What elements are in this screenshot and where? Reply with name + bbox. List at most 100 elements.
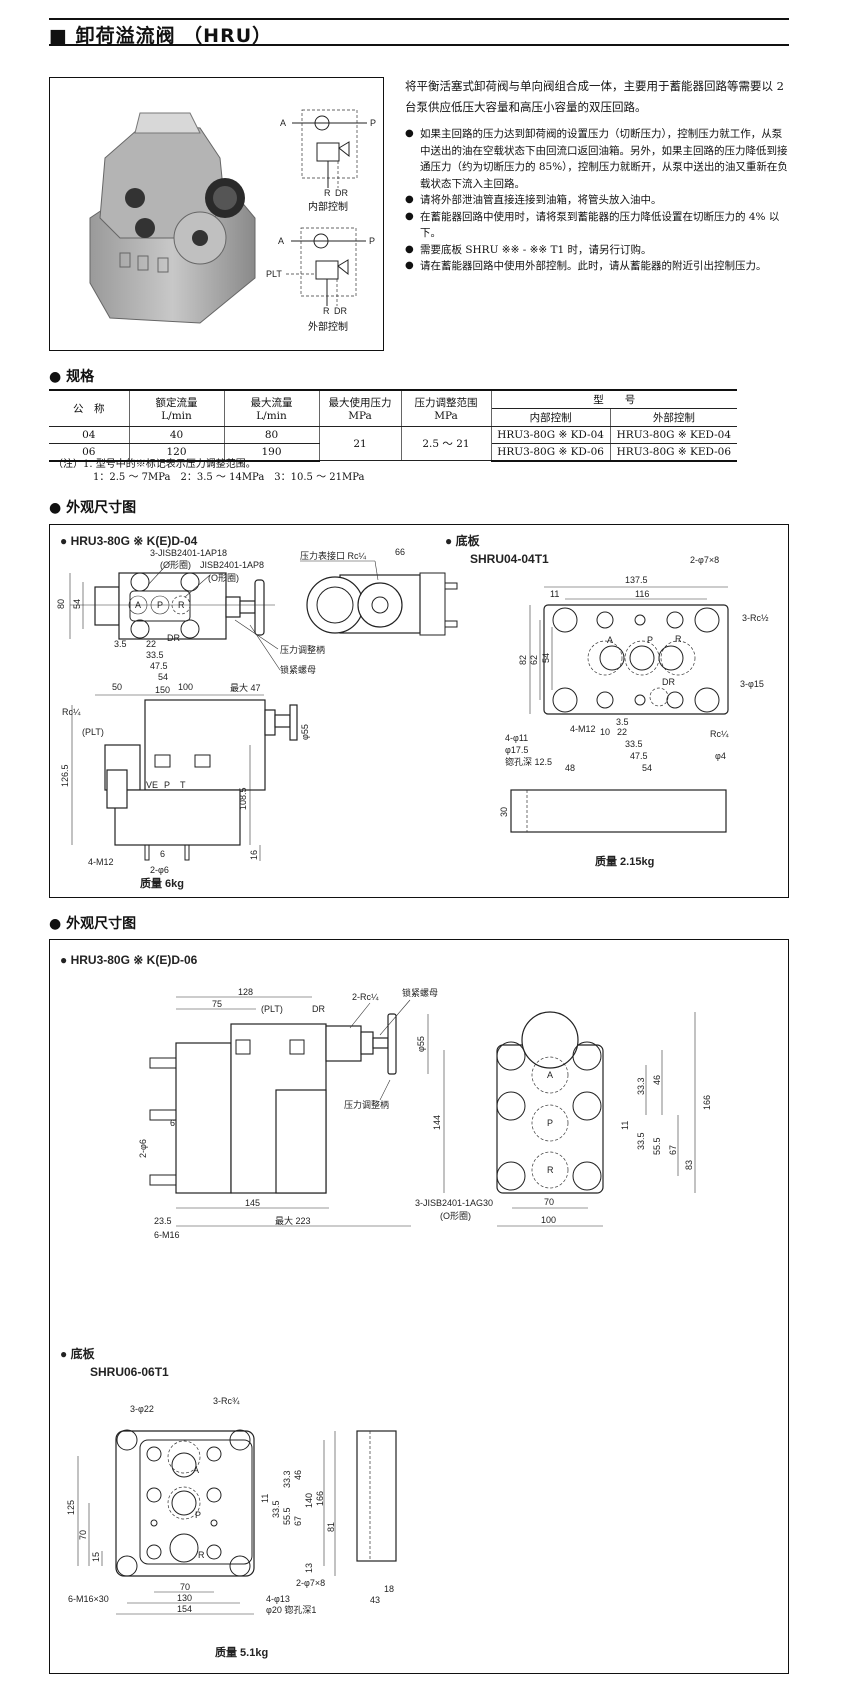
dim-label: 3-φ15 <box>740 679 764 689</box>
dim-label: 54 <box>541 653 551 663</box>
dim-label: 4-M12 <box>88 857 114 867</box>
cell-external-model: HRU3-80G ※ KED-04 <box>610 426 737 444</box>
dimension-box-04: ● HRU3-80G ※ K(E)D-04 Rc¼ (PLT) 126.5 10… <box>49 524 789 898</box>
dim-label: (O形圈) <box>208 572 239 583</box>
dim-label: Rc¼ <box>710 729 729 739</box>
dim-label: 48 <box>565 763 575 773</box>
dim-label: 6-M16 <box>154 1230 180 1240</box>
feature-item: 在蓄能器回路中使用时，请将泵到蓄能器的压力降低设置在切断压力的 4% 以下。 <box>405 209 790 242</box>
dim-label: 66 <box>395 547 405 557</box>
dim-label: 3.5 <box>616 717 629 727</box>
port-label: VE <box>146 780 158 790</box>
product-photo-box: A P R DR 内部控制 A P PLT R DR 外部控制 <box>49 77 384 351</box>
dim-label: 33.5 <box>625 739 643 749</box>
dim-label: 16 <box>249 850 259 860</box>
dim-label: 54 <box>158 672 168 682</box>
dim-label: 33.5 <box>271 1500 281 1518</box>
dim-label: 6-M16×30 <box>68 1594 109 1604</box>
dim-label: 3-JISB2401-1AP18 <box>150 548 227 558</box>
port-a-label: A <box>280 118 286 128</box>
dim-label: 55.5 <box>282 1507 292 1525</box>
col-internal: 内部控制 <box>491 408 611 427</box>
feature-item: 需要底板 SHRU ※※ - ※※ T1 时，请另行订购。 <box>405 242 790 259</box>
dim-label: 3-Rc¾ <box>213 1396 240 1406</box>
port-label: DR <box>662 677 675 687</box>
dim-label: 108.5 <box>238 787 248 810</box>
dim-label: 70 <box>78 1530 88 1540</box>
port-plt-label: PLT <box>266 269 282 279</box>
external-control-caption: 外部控制 <box>308 322 348 333</box>
dim-label: 82 <box>518 655 528 665</box>
baseplate-model: SHRU04-04T1 <box>470 552 549 566</box>
table-row: 06 120 190 HRU3-80G ※ KD-06 HRU3-80G ※ K… <box>49 443 737 462</box>
cell-max-flow: 80 <box>224 426 320 444</box>
title-top-rule <box>49 18 789 20</box>
dim-label: 2-Rc¼ <box>352 992 379 1002</box>
dim-label: 55.5 <box>652 1137 662 1155</box>
dim-label: 6 <box>160 849 165 859</box>
cell-name: 04 <box>49 426 130 444</box>
dim-label: 46 <box>293 1470 303 1480</box>
callout-label: 压力调整柄 <box>280 644 325 655</box>
dim-label: 62 <box>529 655 539 665</box>
dim-label: 11 <box>550 589 559 599</box>
port-label: P <box>195 1510 201 1520</box>
dim-label: 4-φ11 <box>505 733 528 743</box>
port-label: A <box>135 600 141 610</box>
cell-adj-range: 2.5 ～ 21 <box>401 426 492 461</box>
mass-label: 质量 6kg <box>140 876 184 890</box>
baseplate-title: ● 底板 <box>60 1346 96 1361</box>
dim-label: 46 <box>652 1075 662 1085</box>
title-bottom-rule <box>49 44 789 46</box>
cell-max-pressure: 21 <box>319 426 402 461</box>
cell-internal-model: HRU3-80G ※ KD-06 <box>491 443 611 462</box>
dim-label: 83 <box>684 1160 694 1170</box>
dim-label: 145 <box>245 1198 260 1208</box>
dim-label: 4-M12 <box>570 724 596 734</box>
port-label: DR <box>167 633 180 643</box>
mass-label: 质量 2.15kg <box>595 854 654 868</box>
dim-label: 54 <box>72 599 82 609</box>
dim-label: φ17.5 <box>505 745 528 755</box>
port-label: A <box>193 1465 199 1475</box>
intro-text: 将平衡活塞式卸荷阀与单向阀组合成一体，主要用于蓄能器回路等需要以 2 台泵供应低… <box>405 79 784 114</box>
feature-item: 如果主回路的压力达到卸荷阀的设置压力（切断压力），控制压力就工作，从泵中送出的油… <box>405 126 790 192</box>
feature-list: 如果主回路的压力达到卸荷阀的设置压力（切断压力），控制压力就工作，从泵中送出的油… <box>405 126 790 275</box>
dim-label: 6 <box>170 1118 175 1128</box>
port-r-label: R <box>323 306 330 316</box>
col-model: 型 号 <box>491 389 737 409</box>
port-p-label: P <box>370 118 376 128</box>
dim-label: 2-φ6 <box>150 865 169 875</box>
drawing-04: ● HRU3-80G ※ K(E)D-04 Rc¼ (PLT) 126.5 10… <box>56 533 769 890</box>
note-line: 1：2.5 ～ 7MPa 2：3.5 ～ 14MPa 3：10.5 ～ 21MP… <box>93 472 365 483</box>
callout-label: 锁紧螺母 <box>280 664 316 675</box>
page-title: ■ 卸荷溢流阀 （HRU） <box>49 25 273 47</box>
dim-label: 2-φ7×8 <box>690 555 719 565</box>
dim-label: 50 <box>112 682 122 692</box>
dim-label: 23.5 <box>154 1216 172 1226</box>
valve-photo <box>89 112 256 324</box>
dim-label: 128 <box>238 987 253 997</box>
dim-label: 3-φ22 <box>130 1404 154 1414</box>
dim-label: 130 <box>177 1593 192 1603</box>
dim-label: 137.5 <box>625 575 648 585</box>
dim-label: 126.5 <box>60 764 70 787</box>
external-control-symbol: A P PLT R DR <box>266 227 375 316</box>
dim-label: 47.5 <box>630 751 648 761</box>
callout-label: 压力调整柄 <box>344 1099 389 1110</box>
port-label: P <box>547 1118 553 1128</box>
port-p-label: P <box>369 236 375 246</box>
baseplate-model: SHRU06-06T1 <box>90 1365 169 1379</box>
dim-label: (O形圈) <box>440 1210 471 1221</box>
dim-label: 2-φ6 <box>138 1139 148 1158</box>
dim-label: 144 <box>432 1115 442 1130</box>
dim-label: 11 <box>620 1121 630 1130</box>
dim-label: 33.3 <box>636 1077 646 1095</box>
port-label: A <box>607 635 613 645</box>
dim-label: φ4 <box>715 751 726 761</box>
